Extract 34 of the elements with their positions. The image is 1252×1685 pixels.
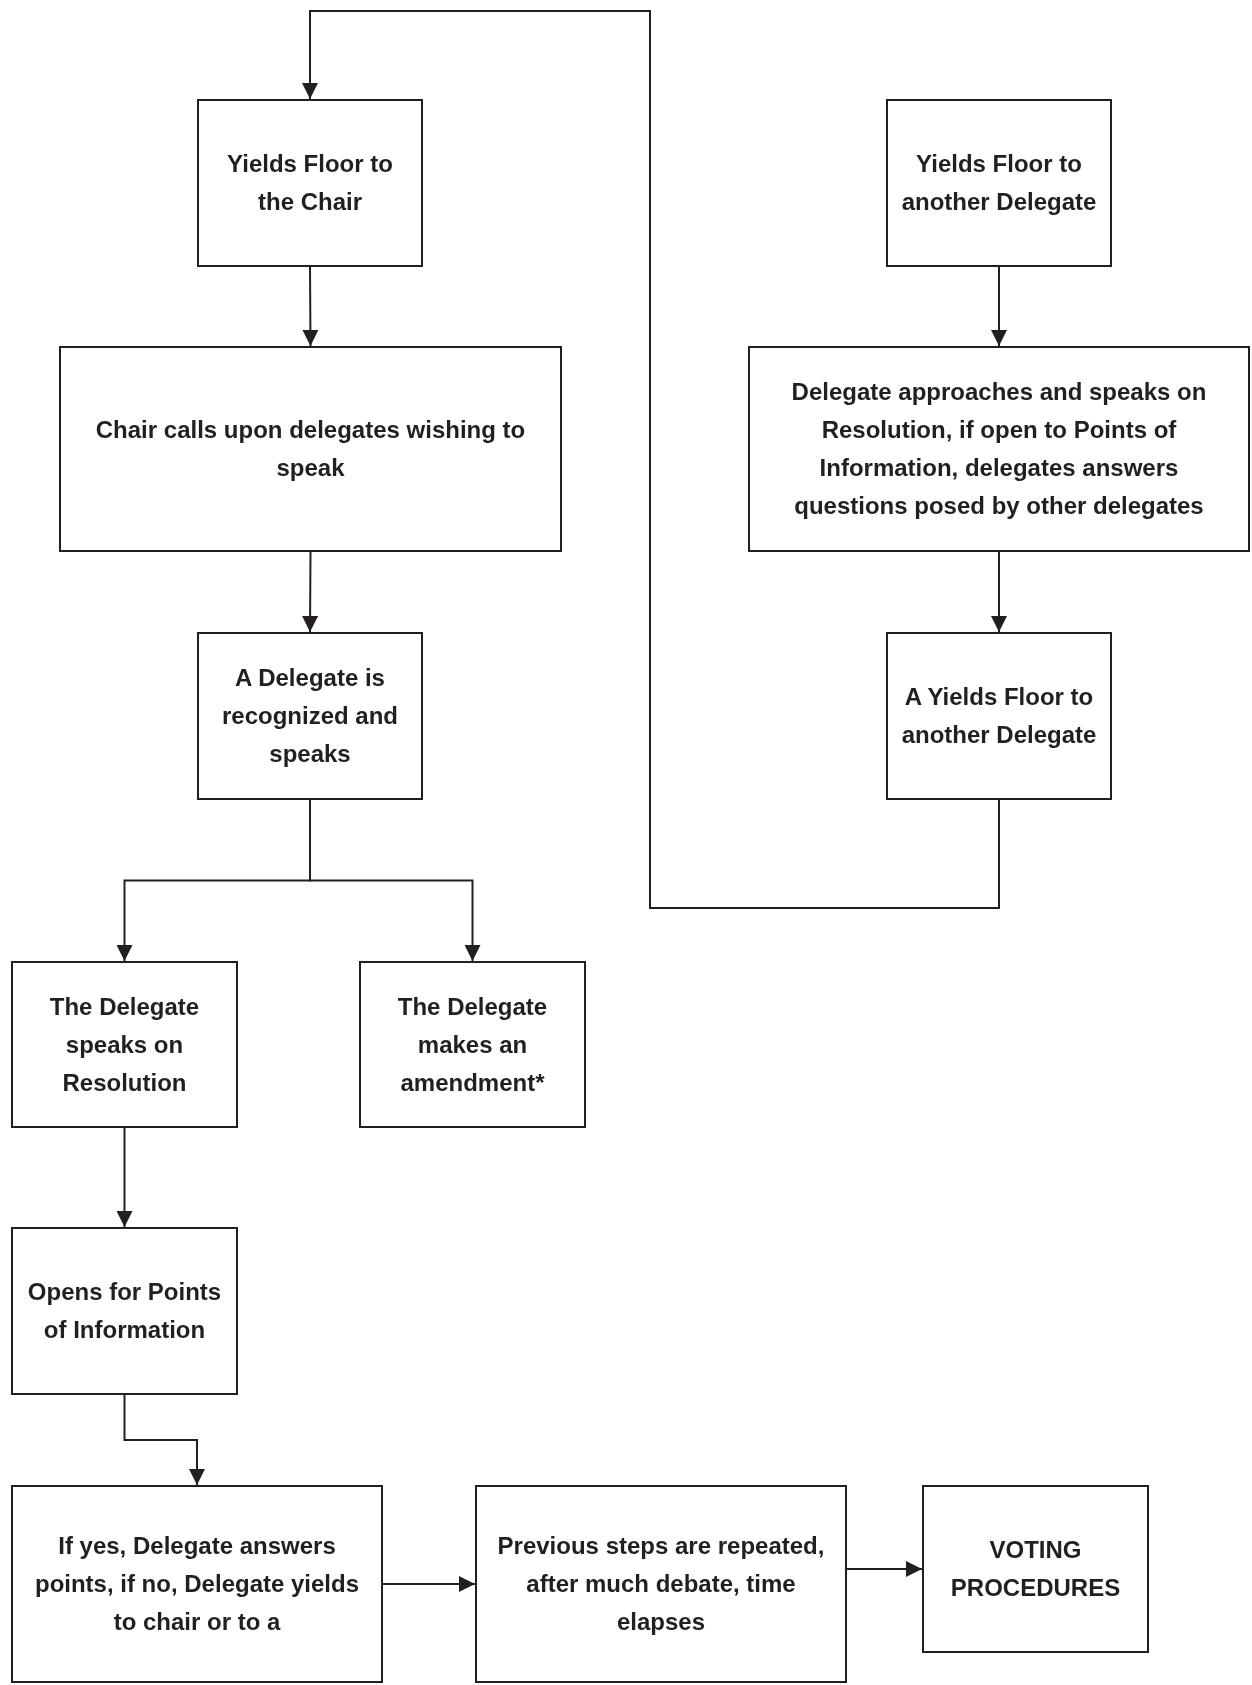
box-label: Yields Floor to another Delegate	[900, 149, 1098, 217]
process-box	[11, 1485, 383, 1683]
process-box	[197, 632, 423, 800]
process-box	[475, 1485, 847, 1683]
arrow	[302, 10, 1000, 909]
box-label: A Delegate is recognized and speaks	[221, 663, 399, 769]
process-box	[11, 1227, 238, 1395]
process-box	[359, 961, 586, 1128]
box-label: VOTING PROCEDURES	[949, 1535, 1122, 1603]
box-label: If yes, Delegate answers points, if no, Delegate yields to chair or to a	[33, 1531, 361, 1637]
process-box	[748, 346, 1250, 552]
box-label: Chair calls upon delegates wishing to speak	[94, 415, 527, 483]
process-box	[886, 632, 1112, 800]
box-label: Delegate approaches and speaks on Resolution, if open to Points of Information, delegates answers questions posed by other delegates	[790, 377, 1208, 521]
box-label: A Yields Floor to another Delegate	[900, 682, 1098, 750]
arrow	[123, 1394, 205, 1486]
box-label: The Delegate speaks on Resolution	[48, 991, 201, 1098]
arrow	[302, 551, 319, 633]
arrow	[846, 1561, 923, 1577]
arrow	[116, 1127, 133, 1228]
box-label: Previous steps are repeated, after much debate, time elapses	[496, 1531, 826, 1637]
process-box	[11, 961, 238, 1128]
box-label: Opens for Points of Information	[26, 1277, 223, 1345]
box-label: The Delegate makes an amendment*	[396, 991, 549, 1098]
arrow	[382, 1576, 476, 1592]
process-box	[197, 99, 423, 267]
arrow	[302, 266, 319, 347]
arrow	[309, 799, 481, 962]
process-box	[59, 346, 562, 552]
process-box	[886, 99, 1112, 267]
box-label: Yields Floor to the Chair	[226, 149, 394, 217]
arrow	[991, 551, 1007, 633]
arrow	[991, 266, 1007, 347]
process-box	[922, 1485, 1149, 1653]
